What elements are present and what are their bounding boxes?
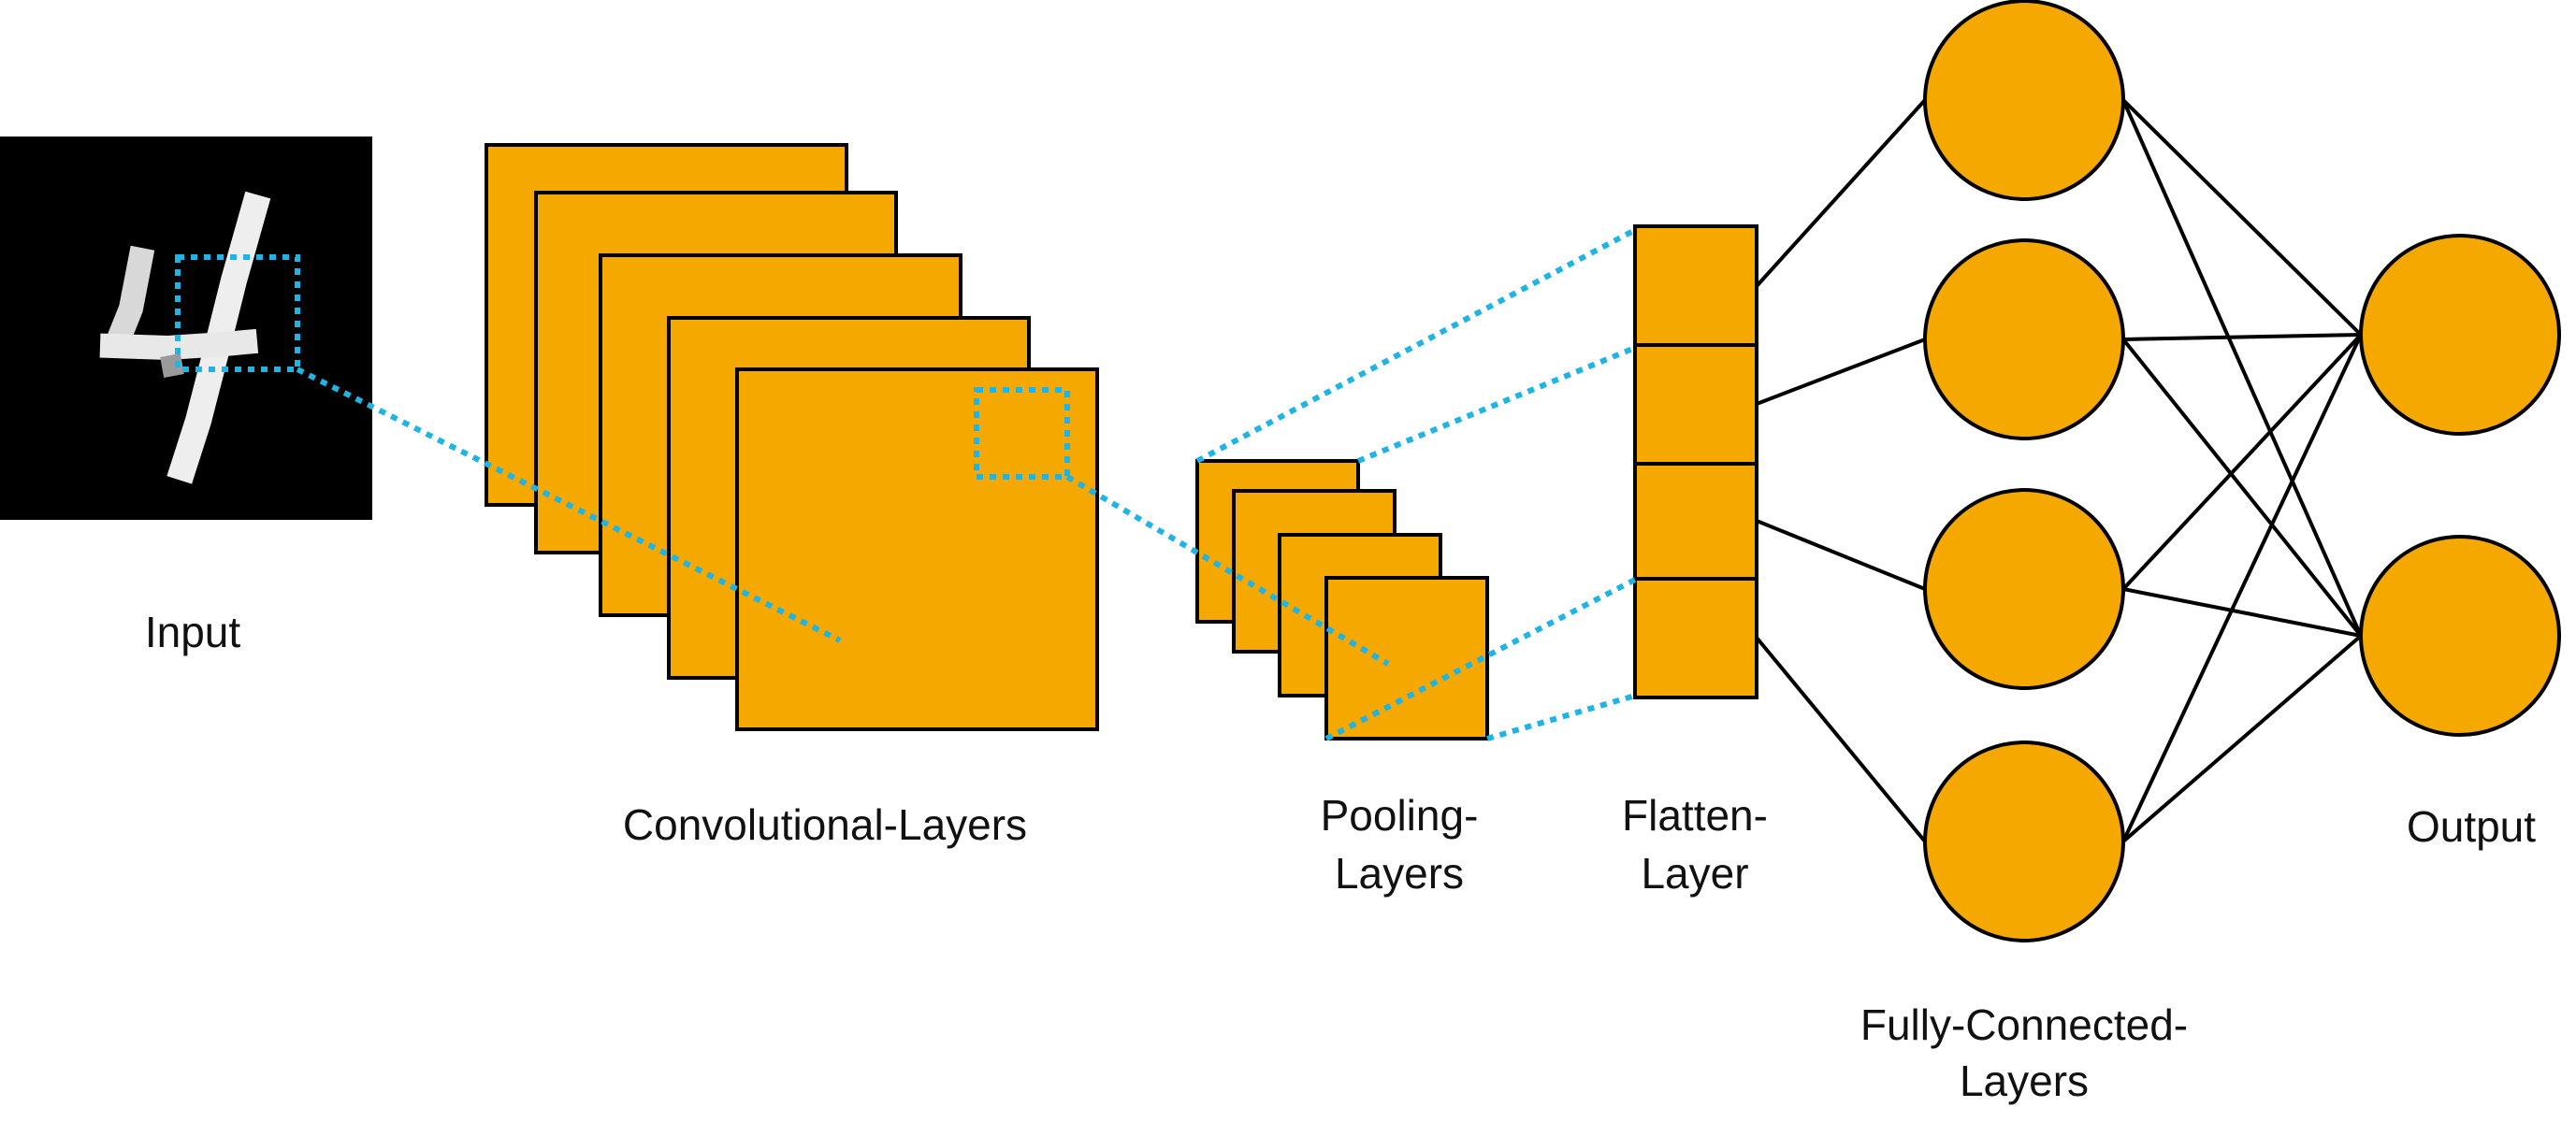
fully-connected-edges (1755, 98, 2363, 843)
pooling-feature-map (1324, 576, 1489, 741)
connector-conv-to-pool (1065, 474, 1390, 667)
edge (2121, 634, 2363, 843)
connector-input-to-conv (296, 367, 842, 643)
conv-feature-map (735, 367, 1099, 731)
conv-layers-label: Convolutional-Layers (623, 800, 1027, 849)
flatten-unit (1633, 462, 1758, 581)
output-layer (2359, 234, 2561, 737)
fc-label-line1: Fully-Connected- (1860, 1000, 2188, 1049)
pooling-layer-stack (1195, 459, 1489, 741)
flatten-unit (1633, 224, 1758, 347)
hidden-layer (1923, 0, 2125, 942)
dotted-connectors (296, 227, 1637, 741)
output-neuron (2359, 234, 2561, 436)
fc-label-line2: Layers (1960, 1057, 2089, 1105)
output-label: Output (2407, 802, 2536, 851)
output-neuron (2359, 535, 2561, 737)
hidden-neuron (1923, 238, 2125, 440)
flatten-label-line2: Layer (1641, 849, 1748, 898)
pooling-label-line2: Layers (1335, 849, 1464, 898)
input-receptive-field (175, 254, 300, 372)
input-image (0, 137, 372, 520)
edge (2121, 99, 2363, 637)
hidden-neuron (1923, 0, 2125, 201)
edge (1755, 636, 1927, 843)
pooling-label-line1: Pooling- (1321, 791, 1479, 840)
edge (1756, 519, 1926, 591)
connector-pool-to-flatten (1486, 693, 1636, 741)
connector-pool-to-flatten (1195, 227, 1637, 464)
connector-pool-to-flatten (1324, 577, 1637, 741)
flatten-unit (1633, 577, 1758, 699)
flatten-label-line1: Flatten- (1622, 791, 1768, 840)
flatten-unit (1633, 343, 1758, 466)
hidden-neuron (1923, 488, 2125, 690)
edge (2121, 98, 2363, 337)
edge (2122, 333, 2362, 341)
conv-receptive-field (974, 387, 1070, 480)
connector-pool-to-flatten (1356, 345, 1637, 464)
edge (2121, 333, 2363, 591)
conv-layer-stack (485, 143, 1099, 731)
edge (2122, 587, 2362, 638)
edge (2121, 338, 2363, 638)
edge (1756, 338, 1926, 406)
edge (1755, 98, 1927, 288)
flatten-layer (1633, 224, 1758, 699)
edge (2121, 334, 2363, 842)
input-label: Input (145, 608, 241, 656)
hidden-neuron (1923, 741, 2125, 942)
